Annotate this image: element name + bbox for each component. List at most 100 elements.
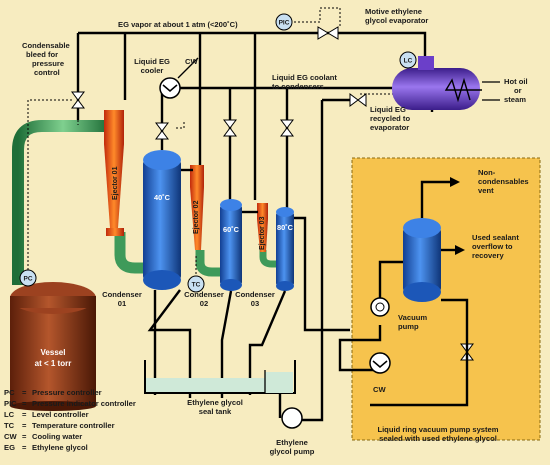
pump-discharge-line [300, 100, 324, 422]
seal-tank-label-2: seal tank [199, 407, 232, 416]
legend-desc-3: Level controller [32, 410, 89, 419]
legend: PC = Pressure controller PIC = Pressure … [4, 388, 136, 452]
pic-instrument [275, 13, 293, 31]
overflow-arrow-icon [455, 245, 465, 255]
condenser3-label-1: Condenser [235, 290, 275, 299]
vacuum-pump-label-1: Vacuum [398, 313, 427, 322]
vapor-pipe-condenser1 [114, 232, 145, 274]
condenser2-label-1: Condenser [184, 290, 224, 299]
valve-pic-header [317, 26, 339, 40]
ejector2-label: Ejector 02 [193, 200, 200, 234]
vessel-label-1: Vessel [41, 348, 66, 357]
overflow-label-1: Used sealant [472, 233, 519, 242]
legend-abbr-5: CW [4, 432, 17, 441]
eg-vapor-label: EG vapor at about 1 atm (<200˚C) [118, 20, 238, 29]
cooler-label-2: cooler [141, 66, 164, 75]
bleed-label-4: control [34, 68, 60, 77]
legend-eq-3: = [22, 410, 27, 419]
cw-exchanger-icon [369, 352, 391, 374]
ring-system-label-2: sealed with used ethylene glycol [379, 434, 497, 443]
ejector-03 [257, 203, 268, 252]
liquid-eg-cooler-icon [159, 77, 181, 99]
valve-ejector2 [223, 119, 237, 137]
noncond-label-3: vent [478, 186, 494, 195]
bleed-label-2: bleed for [26, 50, 58, 59]
ejector-01 [104, 110, 124, 236]
vacuum-vessel [10, 282, 96, 411]
temp-label-2: 60˚C [223, 225, 240, 234]
legend-abbr-2: PIC [4, 399, 17, 408]
condenser3-to-vacuum-pump [294, 216, 350, 332]
hot-oil-label-2: or [514, 86, 522, 95]
coolant-label-2: to condensers [272, 82, 324, 91]
condenser3-label-2: 03 [251, 299, 259, 308]
ethylene-glycol-pump-icon [281, 407, 303, 429]
lc-tag: LC [404, 58, 413, 65]
coolant-label-1: Liquid EG coolant [272, 73, 337, 82]
noncond-label-1: Non- [478, 168, 496, 177]
legend-abbr-6: EG [4, 443, 15, 452]
hot-oil-label-1: Hot oil [504, 77, 528, 86]
legend-abbr-3: LC [4, 410, 15, 419]
evaporator-label-1: Motive ethylene [365, 7, 422, 16]
cooler-label-1: Liquid EG [134, 57, 170, 66]
vent-arrow-icon [450, 177, 460, 187]
pic-tag: PIC [279, 20, 290, 27]
overflow-label-3: recovery [472, 251, 504, 260]
vapor-pipe-condenser2 [195, 250, 222, 277]
lc-instrument [399, 51, 417, 69]
condenser-03 [276, 207, 294, 291]
condenser-02 [220, 199, 242, 291]
ejector3-label: Ejector 03 [259, 216, 266, 250]
recycled-label-1: Liquid EG [370, 105, 406, 114]
legend-eq-2: = [22, 399, 27, 408]
liquid-ring-separator [403, 218, 441, 302]
tc-tag: TC [192, 282, 201, 289]
bleed-label-1: Condensable [22, 41, 70, 50]
evaporator-label-2: glycol evaporator [365, 16, 428, 25]
ethylene-glycol-seal-tank [144, 360, 296, 394]
cw-bottom-label: CW [373, 385, 386, 394]
valve-bleed [71, 91, 85, 109]
legend-desc-6: Ethylene glycol [32, 443, 88, 452]
barometric-leg-4 [248, 290, 287, 395]
condenser1-label-1: Condenser [102, 290, 142, 299]
recycled-label-2: recycled to [370, 114, 410, 123]
temp-label-3: 80˚C [277, 223, 294, 232]
overflow-label-2: overflow to [472, 242, 513, 251]
seal-tank-liquid [145, 378, 265, 393]
legend-abbr-1: PC [4, 388, 15, 397]
hot-oil-label-3: steam [504, 95, 526, 104]
heating-coil-icon [444, 77, 482, 103]
eg-vapor-header [78, 31, 427, 60]
condenser1-label-2: 01 [118, 299, 127, 308]
pc-instrument [19, 269, 37, 287]
bleed-label-3: pressure [32, 59, 64, 68]
recycled-label-3: evaporator [370, 123, 409, 132]
noncondensables-vent-line [420, 180, 450, 218]
legend-eq-6: = [22, 443, 27, 452]
tc-instrument [187, 275, 205, 293]
vessel-label-2: at < 1 torr [35, 359, 72, 368]
vapor-pipe-vessel [12, 120, 108, 285]
condenser-01 [143, 150, 181, 290]
valve-ejector1 [155, 122, 169, 140]
legend-abbr-4: TC [4, 421, 15, 430]
temp-label-1: 40˚C [154, 193, 171, 202]
barometric-leg-2 [147, 289, 192, 398]
eg-pump-label-2: glycol pump [270, 447, 315, 456]
legend-desc-4: Temperature controller [32, 421, 115, 430]
ejector1-label: Ejector 01 [112, 166, 119, 200]
legend-desc-1: Pressure controller [32, 388, 102, 397]
pc-tag: PC [23, 276, 32, 283]
ejector-02 [190, 165, 204, 250]
valve-ejector3 [280, 119, 294, 137]
legend-eq-4: = [22, 421, 27, 430]
valve-recycle [349, 93, 367, 107]
condenser2-label-2: 02 [200, 299, 208, 308]
ring-system-label-1: Liquid ring vacuum pump system [377, 425, 498, 434]
noncond-label-2: condensables [478, 177, 529, 186]
cw-top-label: CW [185, 57, 198, 66]
vacuum-pump-icon [370, 297, 390, 317]
